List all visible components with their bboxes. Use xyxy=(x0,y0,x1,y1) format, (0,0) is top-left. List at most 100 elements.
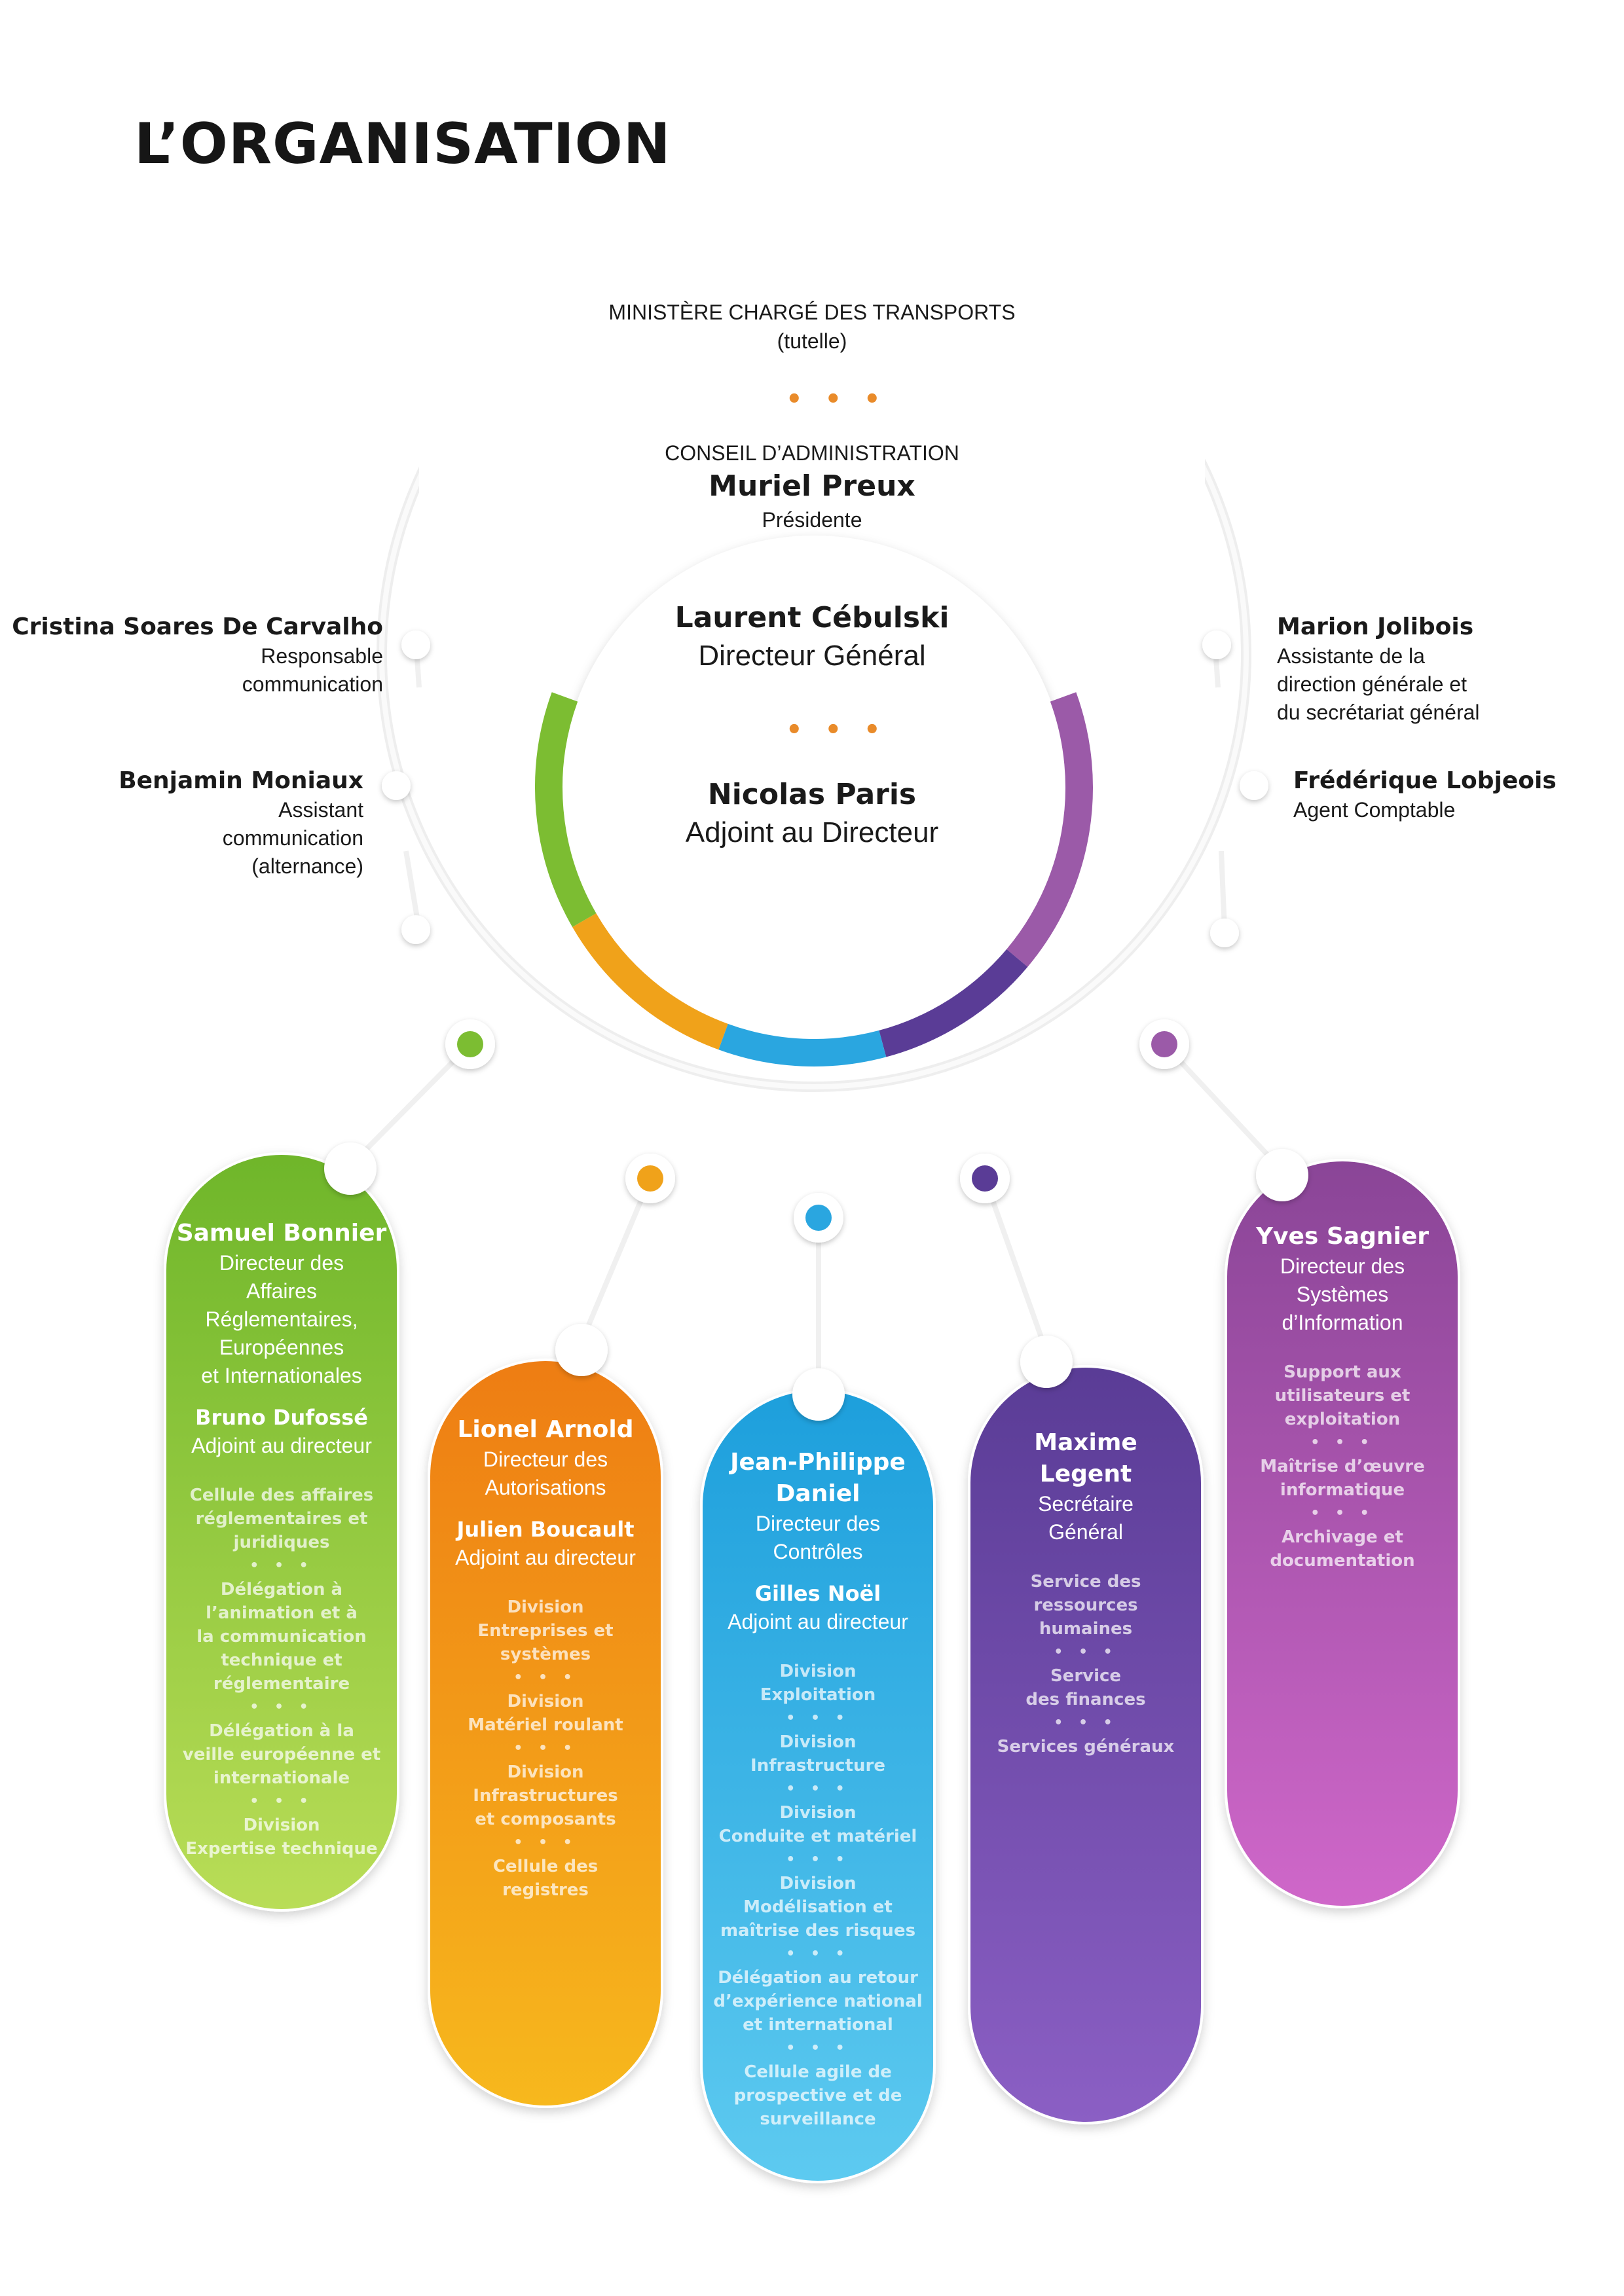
unit-label: Expertise technique xyxy=(185,1839,378,1859)
staff-node xyxy=(401,915,430,944)
unit-label: informatique xyxy=(1280,1480,1405,1500)
director-role: Directeur des xyxy=(219,1251,344,1275)
connector-node xyxy=(792,1368,845,1421)
connector-node xyxy=(1020,1336,1073,1388)
separator-dots: • • • xyxy=(786,384,887,414)
unit-label: maîtrise des risques xyxy=(720,1921,916,1941)
unit-label: des finances xyxy=(1025,1690,1146,1709)
unit-label: Cellule agile de xyxy=(744,2062,892,2082)
director-role: Directeur des xyxy=(1280,1254,1405,1278)
staff-name: Marion Jolibois xyxy=(1277,613,1474,640)
division-pill xyxy=(430,1361,661,2105)
ring-segment-green xyxy=(535,692,597,927)
unit-label: Délégation au retour xyxy=(718,1968,918,1988)
unit-separator: • • • xyxy=(786,1781,850,1797)
unit-label: juridiques xyxy=(233,1533,330,1552)
unit-label: Archivage et xyxy=(1282,1527,1403,1547)
director-role: Directeur des xyxy=(755,1512,881,1535)
separator-dots: • • • xyxy=(786,715,887,745)
staff-role: communication xyxy=(222,826,363,850)
director-role: Affaires xyxy=(246,1279,317,1303)
ring-segment-violet xyxy=(879,949,1028,1057)
unit-label: Division xyxy=(779,1732,857,1752)
division-pill xyxy=(703,1391,933,2181)
unit-label: Division xyxy=(507,1692,584,1711)
director-role: Autorisations xyxy=(485,1476,606,1499)
division-pill xyxy=(1227,1161,1458,1906)
unit-separator: • • • xyxy=(1310,1434,1375,1451)
unit-label: l’animation et à xyxy=(206,1603,358,1623)
connector-line xyxy=(348,1042,472,1167)
unit-label: systèmes xyxy=(500,1645,591,1664)
director-name: Legent xyxy=(1039,1461,1132,1487)
division-pill xyxy=(166,1155,397,1909)
adjoint-role: Adjoint au directeur xyxy=(455,1546,636,1569)
director-role: Contrôles xyxy=(773,1540,863,1563)
unit-label: Modélisation et xyxy=(743,1897,893,1917)
ring-segment-purple xyxy=(1006,692,1093,967)
unit-label: documentation xyxy=(1270,1551,1415,1571)
unit-label: registres xyxy=(502,1880,589,1900)
unit-separator: • • • xyxy=(513,1740,578,1757)
director-name: Lionel Arnold xyxy=(457,1416,634,1443)
unit-label: Division xyxy=(243,1815,320,1835)
unit-label: Infrastructure xyxy=(750,1756,885,1776)
unit-label: Cellule des affaires xyxy=(189,1485,374,1505)
arc-node-dot xyxy=(1151,1031,1177,1057)
unit-label: Division xyxy=(779,1874,857,1893)
connector-line xyxy=(982,1177,1049,1353)
dg-name: Laurent Cébulski xyxy=(674,601,950,634)
staff-node xyxy=(401,630,430,659)
staff-node xyxy=(1210,919,1239,947)
director-role: d’Information xyxy=(1282,1311,1403,1334)
unit-separator: • • • xyxy=(1054,1644,1118,1660)
unit-separator: • • • xyxy=(249,1558,314,1574)
unit-label: la communication xyxy=(196,1627,367,1647)
staff-role: Responsable xyxy=(261,644,383,668)
conseil-block: CONSEIL D’ADMINISTRATION Muriel Preux Pr… xyxy=(583,439,1041,534)
unit-label: Services généraux xyxy=(997,1737,1175,1757)
unit-label: réglementaire xyxy=(213,1674,350,1694)
division-pill xyxy=(970,1368,1201,2122)
adjoint-dg-name: Nicolas Paris xyxy=(707,778,917,811)
unit-separator: • • • xyxy=(249,1793,314,1810)
unit-label: Entreprises et xyxy=(477,1621,614,1641)
unit-label: Division xyxy=(779,1662,857,1681)
staff-role: Assistant xyxy=(278,798,363,822)
unit-separator: • • • xyxy=(786,2040,850,2056)
unit-separator: • • • xyxy=(786,1710,850,1726)
arc-node-dot xyxy=(805,1205,832,1231)
unit-label: internationale xyxy=(213,1768,350,1788)
unit-separator: • • • xyxy=(513,1834,578,1851)
conseil-president-name: Muriel Preux xyxy=(709,469,915,503)
direction-block: Laurent Cébulski Directeur Général xyxy=(616,599,1008,675)
director-name: Jean-Philippe xyxy=(730,1449,906,1476)
connector-line xyxy=(1162,1042,1285,1174)
connector-node xyxy=(324,1142,377,1195)
page-title: L’ORGANISATION xyxy=(134,111,671,177)
connector-node xyxy=(1256,1149,1308,1201)
staff-node xyxy=(1240,771,1268,800)
unit-label: ressources xyxy=(1033,1595,1138,1615)
staff-role: communication xyxy=(242,672,383,696)
director-role: Secrétaire xyxy=(1038,1492,1134,1516)
staff-role: Assistante de la xyxy=(1277,644,1425,668)
unit-label: d’expérience national xyxy=(713,1992,923,2011)
unit-label: Cellule des xyxy=(492,1857,599,1876)
unit-separator: • • • xyxy=(513,1669,578,1686)
unit-label: Matériel roulant xyxy=(468,1715,623,1735)
unit-separator: • • • xyxy=(1054,1715,1118,1731)
unit-label: technique et xyxy=(221,1650,342,1670)
staff-role: direction générale et xyxy=(1277,672,1467,696)
connector-line xyxy=(1219,850,1227,930)
unit-label: utilisateurs et xyxy=(1274,1386,1411,1406)
